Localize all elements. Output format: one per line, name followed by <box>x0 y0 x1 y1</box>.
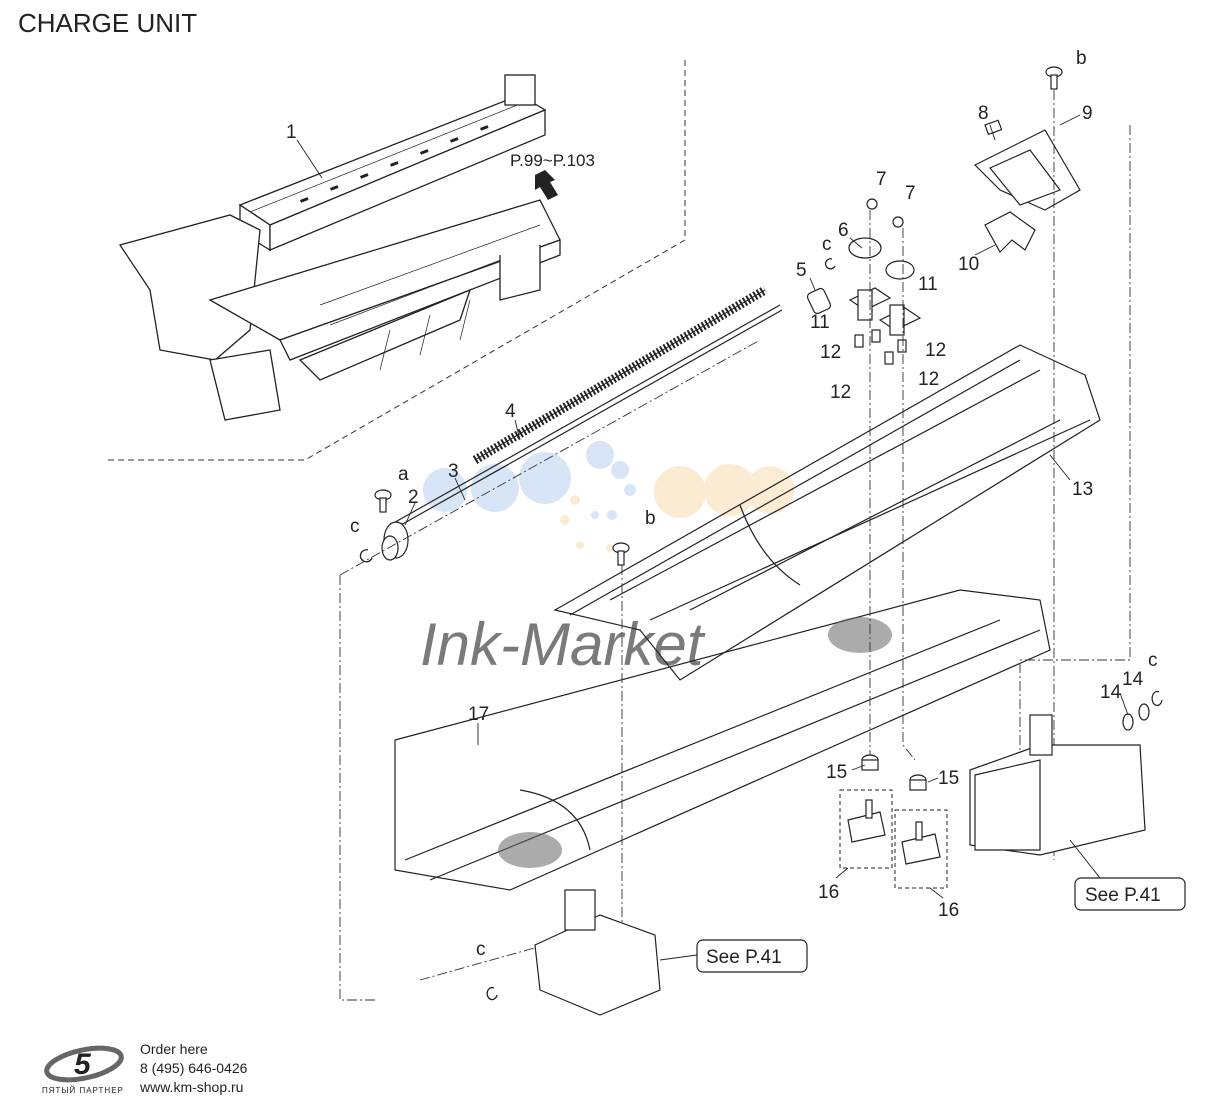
company-logo: 5 <box>44 1045 124 1083</box>
foot-units <box>839 789 948 889</box>
part-label-4: 4 <box>505 401 516 422</box>
part-label-12d: 12 <box>918 369 939 390</box>
washers <box>866 198 904 228</box>
foot-parts <box>847 799 941 865</box>
alignment-lines <box>339 90 1131 1001</box>
gear <box>381 521 409 561</box>
part-label-15a: 15 <box>826 762 847 783</box>
part-label-7a: 7 <box>876 169 887 190</box>
part-label-16b: 16 <box>938 900 959 921</box>
shop-website-link[interactable]: www.km-shop.ru <box>140 1079 244 1095</box>
screw-b <box>612 66 1063 566</box>
part-label-b2: b <box>645 508 656 529</box>
part-label-7b: 7 <box>905 183 916 204</box>
part-label-12c: 12 <box>830 382 851 403</box>
part-label-15b: 15 <box>938 768 959 789</box>
see-page-text: See P.41 <box>1085 885 1161 906</box>
part-label-16a: 16 <box>818 882 839 903</box>
part-label-10: 10 <box>958 254 979 275</box>
footer: 5 ПЯТЫЙ ПАРТНЕР Order here 8 (495) 646-0… <box>42 1040 282 1100</box>
see-page-text: See P.41 <box>706 947 782 968</box>
part-label-1: 1 <box>286 122 297 143</box>
part-label-b1: b <box>1076 48 1087 69</box>
part-label-c1: c <box>350 516 360 537</box>
part-label-12b: 12 <box>925 340 946 361</box>
part-label-3: 3 <box>448 461 459 482</box>
shaft <box>389 304 783 531</box>
part-label-5: 5 <box>796 260 807 281</box>
left-block <box>534 889 661 1016</box>
spring <box>472 286 768 464</box>
collars <box>861 754 927 791</box>
part-label-14a: 14 <box>1100 682 1122 703</box>
part-label-c4: c <box>476 939 486 960</box>
part-label-11a: 11 <box>810 312 830 333</box>
part-label-14b: 14 <box>1122 669 1144 690</box>
part-label-2: 2 <box>408 487 419 508</box>
part-label-c3: c <box>1148 650 1158 671</box>
sleeve <box>806 287 832 315</box>
right-block <box>969 714 1146 856</box>
charge-unit-slots <box>300 125 489 203</box>
part-label-c2: c <box>822 234 832 255</box>
order-here-text: Order here <box>140 1041 208 1057</box>
screw-a <box>374 489 392 513</box>
see-page-callout-right: See P.41 <box>1069 839 1186 911</box>
reference-arrow <box>535 170 558 200</box>
mesh-patches <box>498 617 892 868</box>
bracket-assemblies <box>848 237 922 365</box>
part-label-12a: 12 <box>820 342 841 363</box>
top-bracket <box>973 119 1081 253</box>
part-label-9: 9 <box>1082 103 1093 124</box>
part-label-a: a <box>398 464 409 485</box>
page-title: CHARGE UNIT <box>18 8 198 38</box>
svg-text:5: 5 <box>74 1048 92 1081</box>
c-ring <box>824 258 836 270</box>
see-page-callout-left: See P.41 <box>659 939 808 973</box>
watermark-text: Ink-Market <box>420 611 706 678</box>
leader-lines <box>296 114 1129 899</box>
part-label-11b: 11 <box>918 274 938 295</box>
part-label-6: 6 <box>838 220 849 241</box>
part-label-17: 17 <box>468 704 489 725</box>
part-label-8: 8 <box>978 103 989 124</box>
phone-number: 8 (495) 646-0426 <box>140 1060 248 1076</box>
c-ring <box>359 549 373 563</box>
assembly-boundary <box>105 60 686 461</box>
c-ring <box>486 986 498 1001</box>
washers-14 <box>1122 690 1163 731</box>
reference-pages-label: P.99~P.103 <box>510 151 595 170</box>
part-label-13: 13 <box>1072 479 1093 500</box>
company-brand: ПЯТЫЙ ПАРТНЕР <box>42 1086 124 1095</box>
charge-unit-assembly <box>118 74 561 421</box>
main-plate <box>553 344 1101 681</box>
